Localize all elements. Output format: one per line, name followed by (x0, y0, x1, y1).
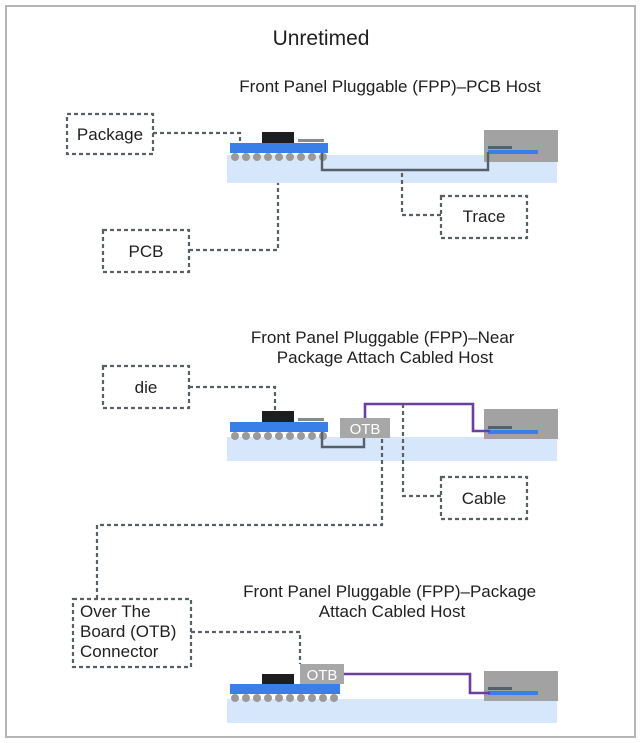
solder-ball (231, 694, 239, 702)
label-box-otb-connector (71, 597, 193, 669)
solder-ball (275, 432, 283, 440)
solder-ball (286, 153, 294, 161)
module-contact (488, 430, 538, 434)
package-substrate (230, 684, 340, 694)
solder-ball (264, 432, 272, 440)
solder-balls (231, 153, 327, 161)
package-substrate (230, 422, 328, 432)
leader-package (153, 131, 242, 143)
cable (363, 402, 490, 433)
pcb-board (227, 437, 557, 461)
label-box-die (101, 364, 191, 410)
section-2-subtitle-line-2: Package Attach Cabled Host (277, 348, 494, 367)
die (262, 132, 294, 143)
solder-ball (231, 432, 239, 440)
diagram-title: Unretimed (273, 27, 370, 50)
label-otb-connector-line-1: Over The (80, 602, 151, 621)
passive-component (298, 418, 324, 421)
module-contact-top (488, 146, 512, 149)
label-cable: Cable (462, 489, 506, 508)
solder-ball (308, 153, 316, 161)
solder-ball (275, 153, 283, 161)
section-2-subtitle-line-1: Front Panel Pluggable (FPP)–Near (251, 328, 515, 347)
package-substrate (230, 143, 328, 153)
solder-ball (297, 153, 305, 161)
solder-ball (231, 153, 239, 161)
label-otb-connector-line-3: Connector (80, 642, 159, 661)
module-contact (488, 150, 538, 154)
section-1-subtitle-line-1: Front Panel Pluggable (FPP)–PCB Host (239, 77, 541, 96)
otb-tag: OTB (350, 421, 381, 438)
front-panel-module (484, 409, 558, 439)
label-otb-connector: Over The Board (OTB) Connector (80, 602, 181, 661)
leader-otb-connector-lower (191, 630, 302, 664)
label-trace: Trace (463, 207, 506, 226)
solder-ball (297, 432, 305, 440)
pcb-trace-to-otb (320, 432, 366, 449)
die (262, 674, 294, 684)
otb-tag: OTB (307, 667, 338, 684)
solder-ball (286, 432, 294, 440)
section-1-subtitle: Front Panel Pluggable (FPP)–PCB Host (239, 77, 541, 96)
section-package-attach: Front Panel Pluggable (FPP)–Package Atta… (71, 582, 558, 723)
solder-ball (253, 432, 261, 440)
solder-ball (308, 432, 316, 440)
solder-balls (231, 694, 338, 702)
label-box-trace (439, 194, 529, 240)
solder-ball (253, 153, 261, 161)
leader-pcb (189, 183, 280, 252)
solder-ball (308, 694, 316, 702)
leader-cable (401, 404, 441, 498)
label-box-package (65, 112, 155, 156)
section-pcb-host: Front Panel Pluggable (FPP)–PCB Host Pac… (65, 77, 558, 274)
solder-ball (264, 153, 272, 161)
die (262, 411, 294, 422)
label-die: die (135, 378, 158, 397)
section-2-subtitle: Front Panel Pluggable (FPP)–Near Package… (251, 328, 519, 367)
section-3-subtitle-line-1: Front Panel Pluggable (FPP)–Package (243, 582, 536, 601)
solder-ball (253, 694, 261, 702)
module-contact-top (488, 426, 512, 429)
module-contact (488, 691, 538, 695)
solder-ball (286, 694, 294, 702)
cable (344, 672, 490, 695)
passive-component (298, 139, 324, 142)
label-otb-connector-line-2: Board (OTB) (80, 622, 176, 641)
otb-connector (300, 664, 344, 684)
solder-ball (242, 432, 250, 440)
section-3-subtitle-line-2: Attach Cabled Host (319, 602, 466, 621)
label-box-cable (439, 475, 529, 521)
solder-ball (242, 153, 250, 161)
section-3-subtitle: Front Panel Pluggable (FPP)–Package Atta… (243, 582, 541, 621)
label-pcb: PCB (129, 242, 164, 261)
solder-ball (264, 694, 272, 702)
solder-balls (231, 432, 327, 440)
leader-trace (400, 170, 441, 217)
section-near-package-attach: Front Panel Pluggable (FPP)–Near Package… (101, 328, 558, 521)
front-panel-module (484, 671, 558, 701)
otb-connector (340, 418, 390, 438)
solder-ball (297, 694, 305, 702)
solder-ball (242, 694, 250, 702)
leader-otb-connector-upper (95, 438, 384, 599)
solder-ball (319, 694, 327, 702)
label-box-pcb (101, 228, 191, 274)
pcb-board (227, 699, 557, 723)
pcb-trace (320, 152, 490, 172)
solder-ball (275, 694, 283, 702)
label-package: Package (77, 125, 143, 144)
solder-ball (330, 694, 338, 702)
module-contact-top (488, 687, 512, 690)
leader-die (189, 385, 277, 411)
